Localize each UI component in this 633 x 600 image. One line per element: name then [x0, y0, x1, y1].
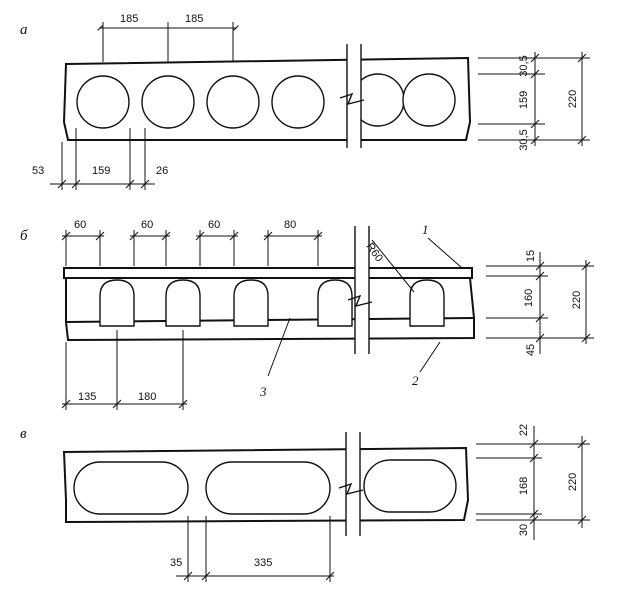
- dim-c-rib: 35: [170, 557, 182, 569]
- dim-b-void: 160: [523, 289, 535, 307]
- section-label-c: в: [20, 426, 27, 442]
- panel-b-voids: [99, 279, 445, 327]
- dim-b-rib-2: 60: [141, 219, 153, 231]
- dim-c-void-width: 335: [254, 557, 272, 569]
- panel-a-body: [62, 56, 472, 141]
- section-label-a: а: [20, 22, 28, 38]
- dim-b-edge: 135: [78, 391, 96, 403]
- panel-c-body: [62, 446, 470, 524]
- callout-3: 3: [259, 384, 267, 399]
- dim-c-void: 168: [518, 477, 530, 495]
- dim-a-bottom-cover: 30,5: [518, 129, 530, 150]
- dim-a-rib: 26: [156, 165, 168, 177]
- dim-a-top-cover: 30,5: [518, 55, 530, 76]
- callout-2: 2: [412, 373, 419, 388]
- dim-a-edge: 53: [32, 165, 44, 177]
- dim-b-top-layer: 15: [525, 250, 537, 262]
- panel-b-top-layer: [63, 267, 473, 279]
- section-label-b: б: [20, 228, 28, 244]
- dim-c-height: 220: [567, 473, 579, 491]
- dim-b-pitch: 180: [138, 391, 156, 403]
- dim-b-height: 220: [571, 291, 583, 309]
- dim-a-void-width: 159: [92, 165, 110, 177]
- dim-a-pitch-2: 185: [185, 13, 203, 25]
- panel-c: в 22 168 30 220 35 335: [20, 424, 590, 582]
- dim-c-top-cover: 22: [518, 424, 530, 436]
- panel-b: б 60 60 60: [20, 219, 594, 410]
- dim-a-height: 220: [567, 90, 579, 108]
- panel-c-voids: [73, 459, 457, 515]
- panel-a: а 185 185 30,5 159 3: [20, 13, 590, 190]
- dim-a-pitch-1: 185: [120, 13, 138, 25]
- dim-a-void: 159: [518, 91, 530, 109]
- dim-b-rib-3: 60: [208, 219, 220, 231]
- dim-b-void-top: 80: [284, 219, 296, 231]
- dim-b-rib-1: 60: [74, 219, 86, 231]
- panel-a-voids: [76, 73, 456, 129]
- callout-1: 1: [422, 222, 429, 237]
- dim-b-bottom-layer: 45: [525, 344, 537, 356]
- dim-c-bottom-cover: 30: [518, 524, 530, 536]
